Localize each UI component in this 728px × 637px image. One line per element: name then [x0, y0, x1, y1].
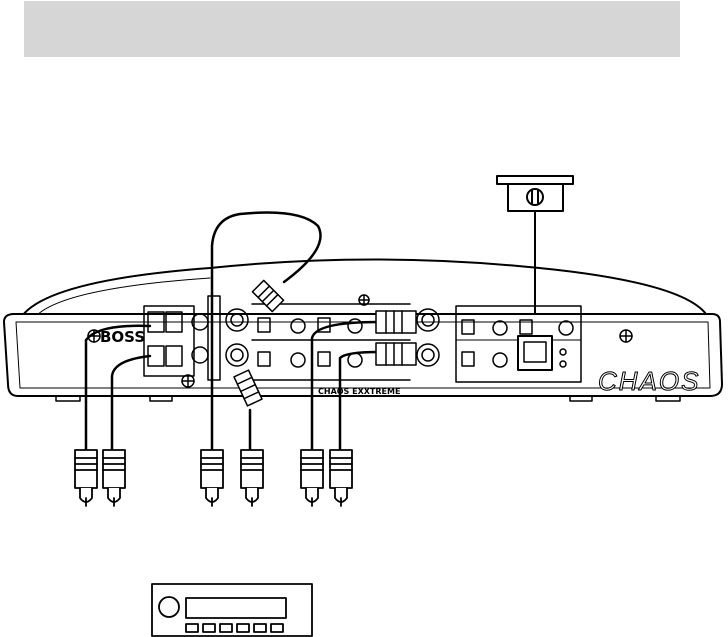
- series-logo: CHAOS EXXTREME: [318, 387, 400, 396]
- brand-logo: BOSS: [100, 328, 145, 346]
- head-unit-radio: [152, 584, 312, 636]
- remote-bass-knob: [497, 176, 573, 211]
- remote-port: [518, 336, 552, 370]
- free-rca-plugs: [75, 450, 352, 506]
- model-logo: CHAOS: [598, 366, 700, 396]
